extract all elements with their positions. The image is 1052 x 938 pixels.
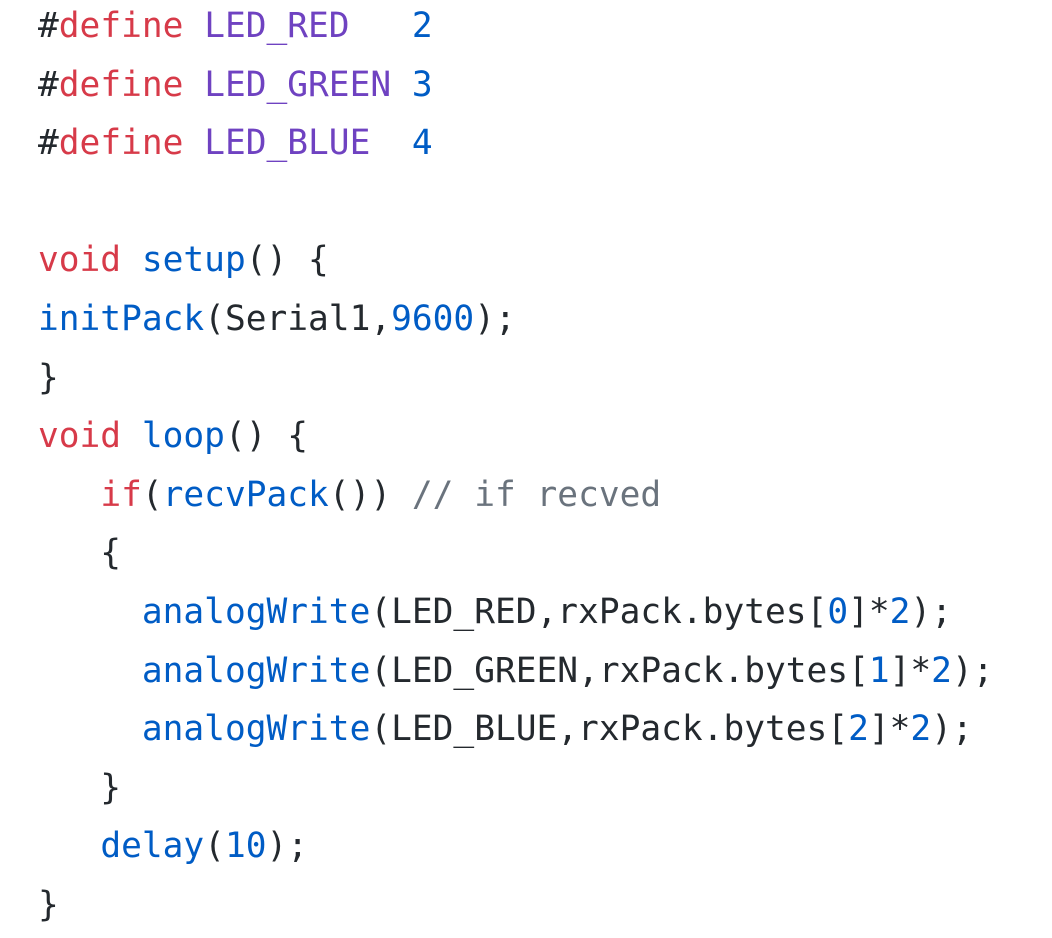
- code-line: }: [38, 766, 121, 810]
- code-line: #define LED_BLUE 4: [38, 121, 433, 165]
- punctuation-token: () {: [224, 416, 309, 457]
- code-line: #define LED_GREEN 3: [38, 63, 433, 107]
- text-token: [391, 65, 412, 105]
- text-token: ]*: [868, 709, 911, 750]
- function-token: analogWrite: [141, 650, 371, 691]
- number-token: 1: [868, 650, 890, 691]
- number-token: 0: [827, 592, 849, 632]
- code-line: #define LED_RED 2: [38, 4, 433, 48]
- code-line: {: [38, 531, 121, 575]
- punctuation-token: () {: [245, 240, 329, 281]
- punctuation-token: }: [38, 885, 59, 925]
- number-token: 10: [224, 826, 267, 867]
- punctuation-token: );: [266, 826, 309, 867]
- function-token: analogWrite: [141, 592, 371, 632]
- text-token: (LED_GREEN,rxPack.bytes[: [370, 650, 869, 691]
- code-line: }: [38, 356, 59, 400]
- text-token: [38, 475, 100, 515]
- function-token: initPack: [38, 299, 205, 339]
- code-line: if(recvPack()) // if recved: [38, 473, 661, 517]
- text-token: [38, 592, 142, 632]
- punctuation-token: }: [38, 767, 122, 808]
- keyword-token: define: [58, 6, 184, 46]
- number-token: 2: [411, 6, 433, 46]
- number-token: 2: [931, 650, 952, 691]
- punctuation-token: );: [931, 709, 973, 750]
- punctuation-token: );: [951, 650, 994, 691]
- text-token: ]*: [848, 592, 890, 632]
- text-token: [183, 6, 204, 46]
- code-line: analogWrite(LED_RED,rxPack.bytes[0]*2);: [38, 590, 952, 634]
- text-token: [183, 123, 204, 163]
- punctuation-token: (: [204, 826, 225, 867]
- keyword-token: define: [58, 64, 184, 105]
- punctuation-token: }: [38, 357, 59, 398]
- text-token: ]*: [889, 650, 932, 691]
- function-token: setup: [141, 240, 246, 281]
- punctuation-token: #: [38, 6, 59, 46]
- number-token: 4: [411, 123, 433, 164]
- code-line: analogWrite(LED_BLUE,rxPack.bytes[2]*2);: [38, 707, 973, 751]
- code-line: initPack(Serial1,9600);: [38, 297, 516, 341]
- punctuation-token: #: [38, 64, 59, 105]
- macro-token: LED_GREEN: [204, 64, 392, 105]
- number-token: 2: [848, 709, 869, 750]
- number-token: 3: [411, 64, 433, 105]
- text-token: [350, 6, 412, 46]
- punctuation-token: #: [38, 123, 59, 164]
- punctuation-token: );: [474, 299, 516, 339]
- code-line: }: [38, 883, 59, 927]
- function-token: delay: [100, 826, 205, 867]
- text-token: (Serial1,: [204, 299, 392, 339]
- text-token: [183, 65, 204, 105]
- code-line: delay(10);: [38, 824, 308, 868]
- macro-token: LED_BLUE: [204, 123, 371, 164]
- keyword-token: define: [58, 123, 184, 164]
- text-token: [38, 651, 142, 691]
- text-token: [38, 826, 100, 866]
- punctuation-token: ()): [328, 474, 412, 515]
- comment-token: // if recved: [411, 474, 662, 515]
- keyword-token: if: [100, 474, 142, 515]
- macro-token: LED_RED: [204, 6, 350, 46]
- text-token: (LED_BLUE,rxPack.bytes[: [370, 709, 849, 750]
- function-token: recvPack: [162, 474, 329, 515]
- text-token: [38, 709, 142, 749]
- keyword-token: void: [38, 416, 122, 457]
- punctuation-token: );: [910, 592, 952, 632]
- number-token: 9600: [391, 299, 475, 339]
- punctuation-token: (: [141, 474, 163, 515]
- code-line: void loop() {: [38, 414, 308, 458]
- function-token: analogWrite: [141, 709, 371, 750]
- text-token: [121, 240, 142, 280]
- number-token: 2: [910, 709, 932, 750]
- text-token: [370, 123, 412, 163]
- number-token: 2: [889, 592, 911, 632]
- keyword-token: void: [38, 240, 122, 281]
- function-token: loop: [141, 416, 225, 457]
- text-token: [121, 416, 142, 456]
- code-line: void setup() {: [38, 238, 329, 282]
- code-line: analogWrite(LED_GREEN,rxPack.bytes[1]*2)…: [38, 649, 994, 693]
- text-token: (LED_RED,rxPack.bytes[: [370, 592, 828, 632]
- punctuation-token: {: [38, 533, 122, 574]
